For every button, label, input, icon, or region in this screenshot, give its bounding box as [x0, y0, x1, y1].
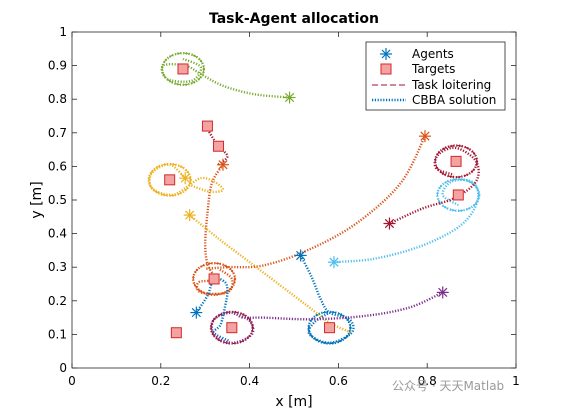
x-axis-label: x [m]	[275, 394, 312, 410]
agent-marker	[418, 130, 431, 143]
legend-targets-icon	[380, 63, 392, 75]
legend-loiter-label: Task loitering	[411, 78, 491, 92]
cbba-path	[299, 254, 355, 344]
loiter-circle-cbba	[192, 261, 237, 296]
loiter-circle-cbba	[160, 51, 206, 86]
agent-marker-stroke	[284, 92, 295, 103]
chart-title: Task-Agent allocation	[209, 11, 379, 27]
x-tick-label: 0.6	[329, 374, 348, 388]
legend-agents-label: Agents	[412, 47, 454, 61]
agent-marker	[179, 172, 192, 185]
axis-ticks: 0 0.2 0.4 0.6 0.8 1 0 0.1 0.2 0.3 0.4 0.5 0.6 0.7 0.8 0…	[48, 25, 520, 388]
agent-marker	[436, 286, 449, 299]
target-marker	[452, 189, 464, 201]
agent-marker	[183, 209, 196, 222]
cbba-path	[333, 178, 480, 264]
legend-agents-icon	[380, 48, 392, 60]
target-marker	[208, 273, 220, 285]
y-tick-label: 0.1	[48, 327, 67, 341]
agent-marker-stroke	[185, 210, 195, 220]
y-axis-label: y [m]	[29, 181, 45, 218]
x-tick-label: 0.8	[418, 374, 437, 388]
legend-targets-label: Targets	[411, 62, 455, 76]
y-tick-label: 0.6	[48, 159, 67, 173]
agent-marker-stroke	[191, 307, 201, 318]
x-tick-label: 1	[512, 374, 520, 388]
target-marker	[324, 322, 336, 334]
agent-marker-stroke	[296, 250, 306, 261]
loiter-circle-cbba	[307, 310, 352, 345]
target-marker	[201, 120, 213, 132]
legend-cbba-label: CBBA solution	[412, 93, 496, 107]
agent-marker-stroke	[420, 131, 430, 141]
target-marker	[226, 322, 238, 334]
cbba-path	[205, 135, 427, 271]
agent-marker-stroke	[384, 218, 395, 229]
target-marker	[164, 174, 176, 186]
legend: Agents Targets Task loitering CBBA solut…	[365, 41, 506, 111]
x-tick-label: 0.2	[151, 374, 170, 388]
agent-marker	[294, 249, 307, 262]
agent-marker	[283, 91, 296, 104]
cbba-path	[195, 164, 234, 296]
target-marker	[177, 63, 189, 75]
y-tick-label: 0.3	[48, 260, 67, 274]
agent-marker	[190, 306, 203, 319]
agent-marker	[383, 217, 396, 230]
target-marker	[213, 140, 225, 152]
y-tick-label: 0	[59, 361, 67, 375]
x-tick-label: 0.4	[240, 374, 259, 388]
legend-box	[365, 41, 506, 111]
cbba-path	[195, 277, 231, 343]
agent-marker-stroke	[438, 287, 448, 298]
y-tick-label: 0.2	[48, 294, 67, 308]
y-tick-label: 0.4	[48, 227, 67, 241]
y-tick-label: 0.5	[48, 193, 67, 207]
target-marker	[450, 155, 462, 167]
cbba-path	[160, 57, 290, 99]
y-tick-label: 0.8	[48, 92, 67, 106]
agent-marker	[327, 256, 340, 269]
agent-marker-stroke	[218, 160, 228, 170]
cbba-path	[388, 146, 480, 225]
cbba-path	[210, 291, 444, 345]
x-tick-label: 0	[68, 374, 76, 388]
agent-marker-stroke	[329, 257, 339, 267]
loiter-circle-cbba	[436, 177, 481, 212]
y-tick-label: 0.7	[48, 126, 67, 140]
agent-marker-stroke	[180, 173, 190, 183]
watermark: 公众号 · 天天Matlab	[392, 379, 504, 393]
y-tick-label: 0.9	[48, 59, 67, 73]
y-tick-label: 1	[59, 25, 67, 39]
target-marker	[170, 327, 182, 339]
agent-marker	[216, 158, 229, 171]
